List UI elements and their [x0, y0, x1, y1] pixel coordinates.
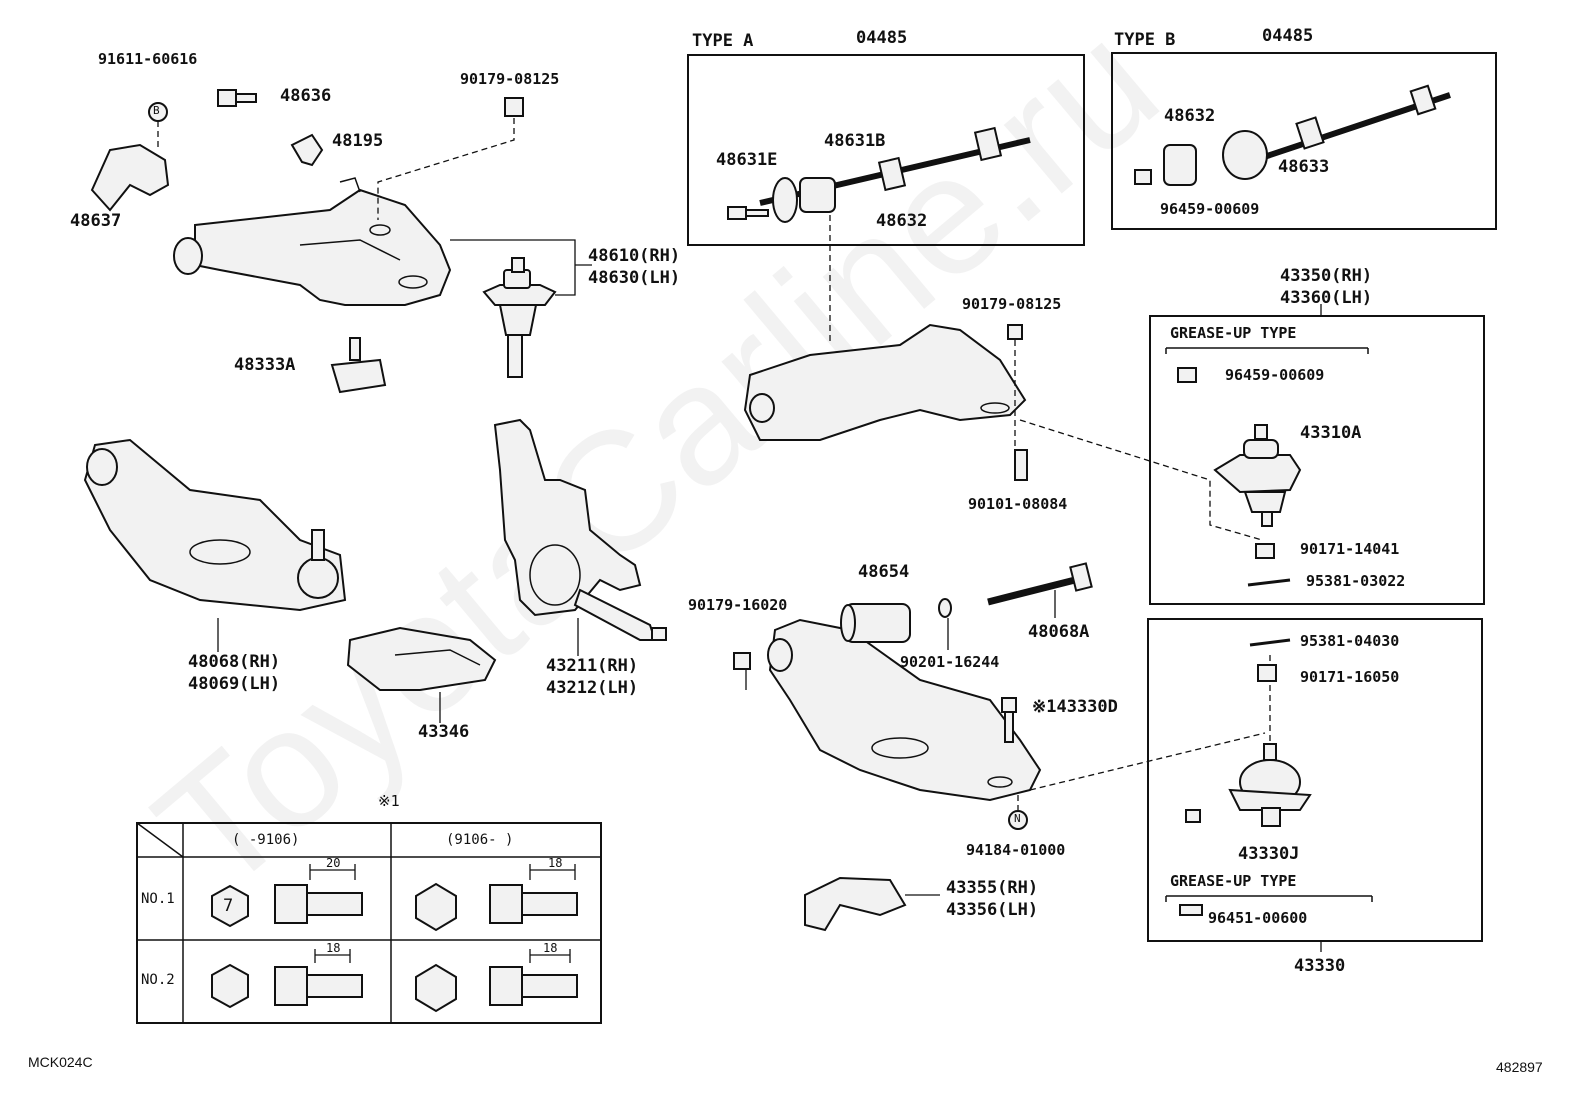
cover-43346	[346, 626, 497, 691]
type-a-part: 04485	[856, 28, 908, 48]
ref-n-circle	[1008, 810, 1028, 830]
label-48068-rh: 48068(RH)	[188, 652, 281, 672]
label-48069-lh: 48069(LH)	[188, 674, 281, 694]
bumper-48333a	[330, 337, 387, 394]
label-96459-00609-b: 96459-00609	[1160, 200, 1260, 218]
lower-arm-left	[83, 438, 347, 612]
ball-joint-upper-right	[1177, 367, 1302, 587]
label-90179-08125-right: 90179-08125	[962, 295, 1062, 313]
lower-arm-right	[767, 618, 1042, 802]
label-43330j: 43330J	[1238, 844, 1300, 864]
label-48637: 48637	[70, 211, 122, 231]
ball-joint-lower-right	[1179, 638, 1312, 916]
nut-90179-top	[504, 97, 524, 117]
label-48632-a: 48632	[876, 211, 928, 231]
label-95381-04030: 95381-04030	[1300, 632, 1400, 650]
label-96459-00609: 96459-00609	[1225, 366, 1325, 384]
upper-arm-left	[173, 177, 452, 306]
label-90201-16244: 90201-16244	[900, 653, 1000, 671]
table-bolt-r1c1	[211, 884, 363, 928]
ref-note-1: ※1	[378, 792, 400, 810]
label-96451-00600: 96451-00600	[1208, 909, 1308, 927]
label-43211-rh: 43211(RH)	[546, 656, 639, 676]
label-43330: 43330	[1294, 956, 1346, 976]
upper-arm-right	[743, 323, 1028, 481]
washer-90201	[938, 598, 952, 618]
label-43350-rh: 43350(RH)	[1280, 266, 1373, 286]
bolt-48636	[217, 89, 257, 107]
label-90101-08084: 90101-08084	[968, 495, 1068, 513]
grease-up-box-upper	[1149, 315, 1485, 605]
bracket-48637	[90, 143, 170, 212]
bolt-48068a	[987, 562, 1093, 606]
label-43346: 43346	[418, 722, 470, 742]
label-43360-lh: 43360(LH)	[1280, 288, 1373, 308]
grease-up-title-1: GREASE-UP TYPE	[1170, 324, 1297, 342]
grease-up-box-lower	[1147, 618, 1483, 942]
ref-n-letter: N	[1014, 812, 1021, 825]
type-a-title: TYPE A	[692, 31, 754, 51]
bolt-table-lines	[136, 822, 602, 1024]
label-95381-03022: 95381-03022	[1306, 572, 1406, 590]
type-a-box	[687, 54, 1085, 246]
table-row1-label: NO.1	[141, 891, 175, 907]
label-48333a: 48333A	[234, 355, 296, 375]
label-48654: 48654	[858, 562, 910, 582]
grease-up-title-2: GREASE-UP TYPE	[1170, 872, 1297, 890]
table-bolt-r2c2	[415, 963, 578, 1013]
table-hex-mark: 7	[223, 896, 234, 916]
nut-90179-16020	[733, 652, 751, 670]
type-b-part: 04485	[1262, 26, 1314, 46]
label-94184-01000: 94184-01000	[966, 841, 1066, 859]
table-row2-label: NO.2	[141, 972, 175, 988]
ref-b-letter: B	[153, 104, 160, 117]
table-bolt-r2c1	[211, 963, 363, 1009]
clip-48195	[290, 133, 324, 167]
label-48068a: 48068A	[1028, 622, 1090, 642]
label-90171-16050: 90171-16050	[1300, 668, 1400, 686]
label-90179-08125-top: 90179-08125	[460, 70, 560, 88]
shaft-type-b	[1134, 84, 1451, 186]
footer-code-right: 482897	[1496, 1059, 1543, 1075]
type-b-box	[1111, 52, 1497, 230]
footer-code-left: MCK024C	[28, 1054, 93, 1070]
label-48631b: 48631B	[824, 131, 886, 151]
label-90179-16020: 90179-16020	[688, 596, 788, 614]
label-48632-b: 48632	[1164, 106, 1216, 126]
table-dim-r2c2: 18	[543, 941, 558, 955]
table-dim-r1c2: 18	[548, 856, 563, 870]
label-48636: 48636	[280, 86, 332, 106]
table-dim-r1c1: 20	[326, 856, 341, 870]
bushing-48654	[840, 603, 911, 643]
table-col1-header: ( -9106)	[232, 832, 300, 848]
ball-joint-upper-left	[482, 257, 557, 378]
table-bolt-r1c2	[415, 882, 578, 932]
label-48631e: 48631E	[716, 150, 778, 170]
label-91611-60616: 91611-60616	[98, 50, 198, 68]
table-dim-r2c1: 18	[326, 941, 341, 955]
label-90171-14041: 90171-14041	[1300, 540, 1400, 558]
label-43355-rh: 43355(RH)	[946, 878, 1039, 898]
label-48633: 48633	[1278, 157, 1330, 177]
shaft-type-a	[727, 126, 1031, 223]
label-43212-lh: 43212(LH)	[546, 678, 639, 698]
label-48630-lh: 48630(LH)	[588, 268, 681, 288]
table-col2-header: (9106- )	[446, 832, 514, 848]
label-43310a: 43310A	[1300, 423, 1362, 443]
label-48610-rh: 48610(RH)	[588, 246, 681, 266]
label-43356-lh: 43356(LH)	[946, 900, 1039, 920]
knuckle-43211	[493, 418, 667, 641]
label-48195: 48195	[332, 131, 384, 151]
cover-43355	[804, 876, 907, 932]
type-b-title: TYPE B	[1114, 30, 1176, 50]
label-143330d: ※143330D	[1032, 697, 1118, 717]
